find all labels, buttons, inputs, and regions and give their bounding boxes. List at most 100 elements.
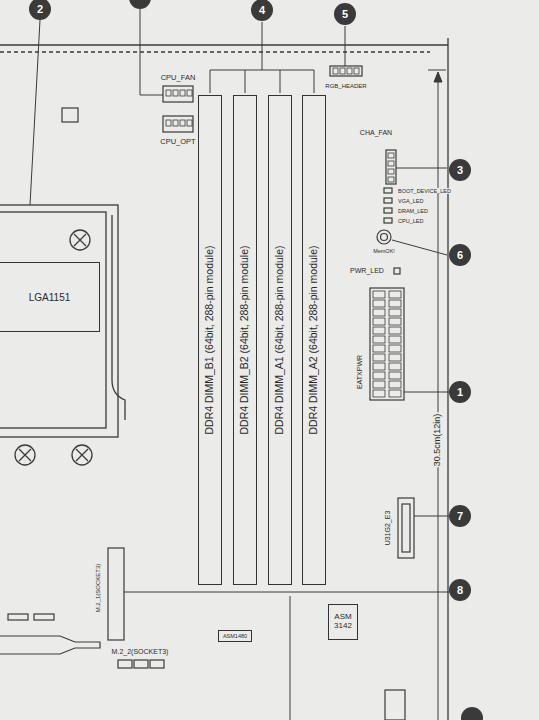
chip-label: ASM1480 <box>223 633 247 639</box>
callout-circle <box>449 159 471 181</box>
led <box>394 268 400 274</box>
dimension-tick <box>428 70 446 71</box>
connector-pin <box>389 318 401 325</box>
chip-label: ASM 3142 <box>331 613 355 631</box>
connector-pin <box>389 354 401 361</box>
connector-pin <box>389 345 401 352</box>
connector-pin <box>389 381 401 388</box>
connector-pin <box>373 318 385 325</box>
connector-pin <box>373 363 385 370</box>
led-label: DRAM_LED <box>397 208 429 214</box>
atx-connector <box>370 288 404 400</box>
callout-circle <box>129 0 151 9</box>
smd-part <box>150 660 164 668</box>
header-label: CHA_FAN <box>359 129 393 137</box>
callout-number: 6 <box>456 249 464 261</box>
led <box>384 218 392 223</box>
leader-line <box>392 240 447 255</box>
connector-pin <box>373 336 385 343</box>
connector-pin <box>180 90 185 96</box>
connector-pin <box>389 327 401 334</box>
dimm-slot: DDR4 DIMM_B2 (64bit, 288-pin module) <box>233 95 257 585</box>
connector-pin <box>180 120 185 126</box>
connector-pin <box>388 169 394 174</box>
smd-part <box>134 660 148 668</box>
slot-label: M.2_2(SOCKET3) <box>111 648 170 656</box>
connector-label: U31G2_E3 <box>384 510 392 547</box>
bracket <box>280 70 281 93</box>
chip <box>385 690 405 720</box>
slot-label: DDR4 DIMM_B1 (64bit, 288-pin module) <box>204 245 216 434</box>
usb-connector <box>402 504 410 552</box>
header-label: RGB_HEADER <box>324 83 367 90</box>
connector-pin <box>389 300 401 307</box>
callout-number: 7 <box>456 510 464 522</box>
usb-connector <box>398 498 414 558</box>
header-label: CPU_OPT <box>159 138 196 146</box>
board-edge <box>447 38 448 720</box>
connector-pin <box>166 120 171 126</box>
m2-slot <box>108 548 124 640</box>
connector-pin <box>373 345 385 352</box>
bracket <box>245 70 246 93</box>
dimm-slot: DDR4 DIMM_B1 (64bit, 288-pin module) <box>198 95 222 585</box>
callout-circle <box>29 0 51 20</box>
board-outline <box>0 38 448 720</box>
socket-lever <box>112 215 125 420</box>
chip-label: LGA1151 <box>29 292 71 303</box>
connector-pin <box>388 161 394 166</box>
led-label: BOOT_DEVICE_LED <box>397 188 452 194</box>
smd-part <box>34 614 54 620</box>
connector-pin <box>389 390 401 397</box>
connector-pin <box>373 381 385 388</box>
smd-part <box>118 660 132 668</box>
board-line <box>290 596 291 720</box>
connector-pin <box>373 390 385 397</box>
led <box>384 188 392 193</box>
memok-button <box>381 234 388 241</box>
callout-number: 4 <box>258 4 266 16</box>
dimension-arrow <box>434 72 442 82</box>
led-label: PWR_LED <box>349 267 385 275</box>
memok-button <box>377 230 391 244</box>
callout-number: 3 <box>456 164 464 176</box>
button-label: MemOK! <box>372 248 396 254</box>
callout-circles <box>29 0 483 720</box>
connector-pin <box>373 309 385 316</box>
slot-label: M.2_1(SOCKET3) <box>95 563 102 614</box>
connector-pin <box>388 177 394 182</box>
connector-pin <box>373 327 385 334</box>
leader-line <box>262 22 263 70</box>
header-label: CPU_FAN <box>160 74 197 82</box>
board-edge <box>0 44 448 45</box>
connector-pin <box>389 309 401 316</box>
m2-slot <box>0 636 100 654</box>
callout-circle <box>449 579 471 601</box>
connector-pin <box>166 90 171 96</box>
leader-line <box>396 168 447 169</box>
callout-number: 2 <box>36 3 44 15</box>
cpu-socket-label: LGA1151 <box>0 262 100 332</box>
chip <box>62 108 78 122</box>
connector-pin <box>388 153 394 158</box>
leader-line <box>414 516 449 517</box>
connector-pin <box>373 354 385 361</box>
connector-label: EATXPWR <box>356 354 364 390</box>
dimension-line <box>438 72 439 720</box>
callout-circle <box>334 3 356 25</box>
connector-pin <box>333 68 338 74</box>
board-edge <box>0 51 430 52</box>
fan-header <box>163 86 193 102</box>
chip-box: ASM1480 <box>218 630 252 642</box>
led <box>384 198 392 203</box>
socket-frame <box>0 212 106 428</box>
bracket <box>210 70 314 93</box>
cpu-socket <box>0 205 125 465</box>
callout-number: 1 <box>456 386 464 398</box>
connector-pin <box>389 363 401 370</box>
callout-number: 5 <box>341 8 349 20</box>
connector-pin <box>373 372 385 379</box>
connector-pin <box>173 90 178 96</box>
connector-pin <box>187 120 192 126</box>
callout-number: 8 <box>456 584 464 596</box>
